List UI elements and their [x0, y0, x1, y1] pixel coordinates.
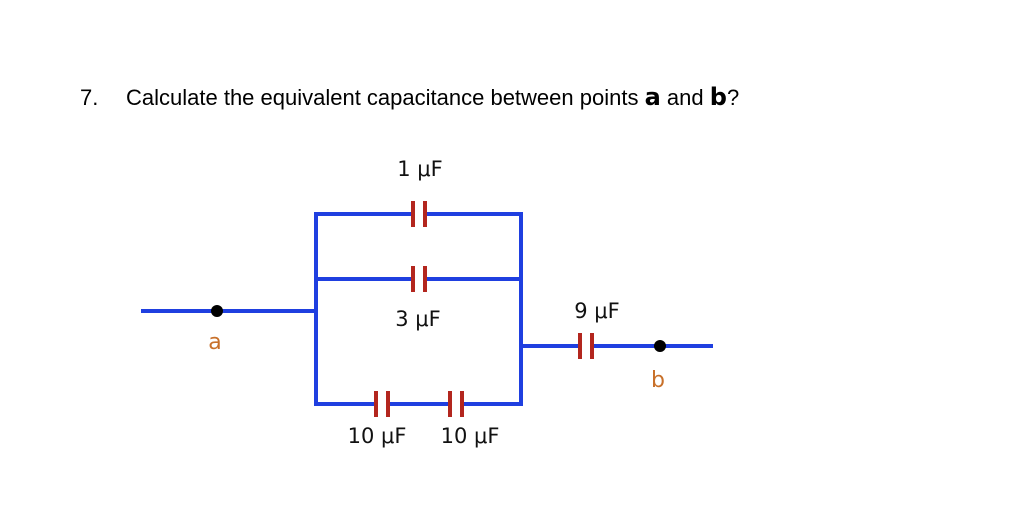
- label-c4: 10 μF: [441, 424, 500, 448]
- label-point-b: b: [651, 368, 665, 393]
- question-conjunction: and: [666, 85, 704, 110]
- capacitor-3uf: [411, 266, 427, 292]
- question-end-mark: ?: [726, 85, 740, 110]
- question-body: Calculate the equivalent capacitance bet…: [126, 85, 639, 110]
- node-a: [211, 305, 223, 317]
- label-c5: 9 μF: [574, 299, 619, 323]
- label-c3: 10 μF: [348, 424, 407, 448]
- question-point-b: b: [709, 83, 727, 111]
- node-b: [654, 340, 666, 352]
- capacitor-plates: [374, 201, 594, 417]
- capacitor-1uf: [411, 201, 427, 227]
- label-c2: 3 μF: [395, 307, 440, 331]
- label-c1: 1 μF: [397, 157, 442, 181]
- capacitor-10uf-right: [448, 391, 464, 417]
- capacitor-10uf-left: [374, 391, 390, 417]
- question-point-a: a: [644, 83, 661, 111]
- question-text: 7. Calculate the equivalent capacitance b…: [80, 83, 739, 111]
- label-point-a: a: [208, 330, 221, 355]
- wires: [141, 212, 713, 406]
- question-number: 7.: [80, 85, 99, 110]
- capacitor-9uf: [578, 333, 594, 359]
